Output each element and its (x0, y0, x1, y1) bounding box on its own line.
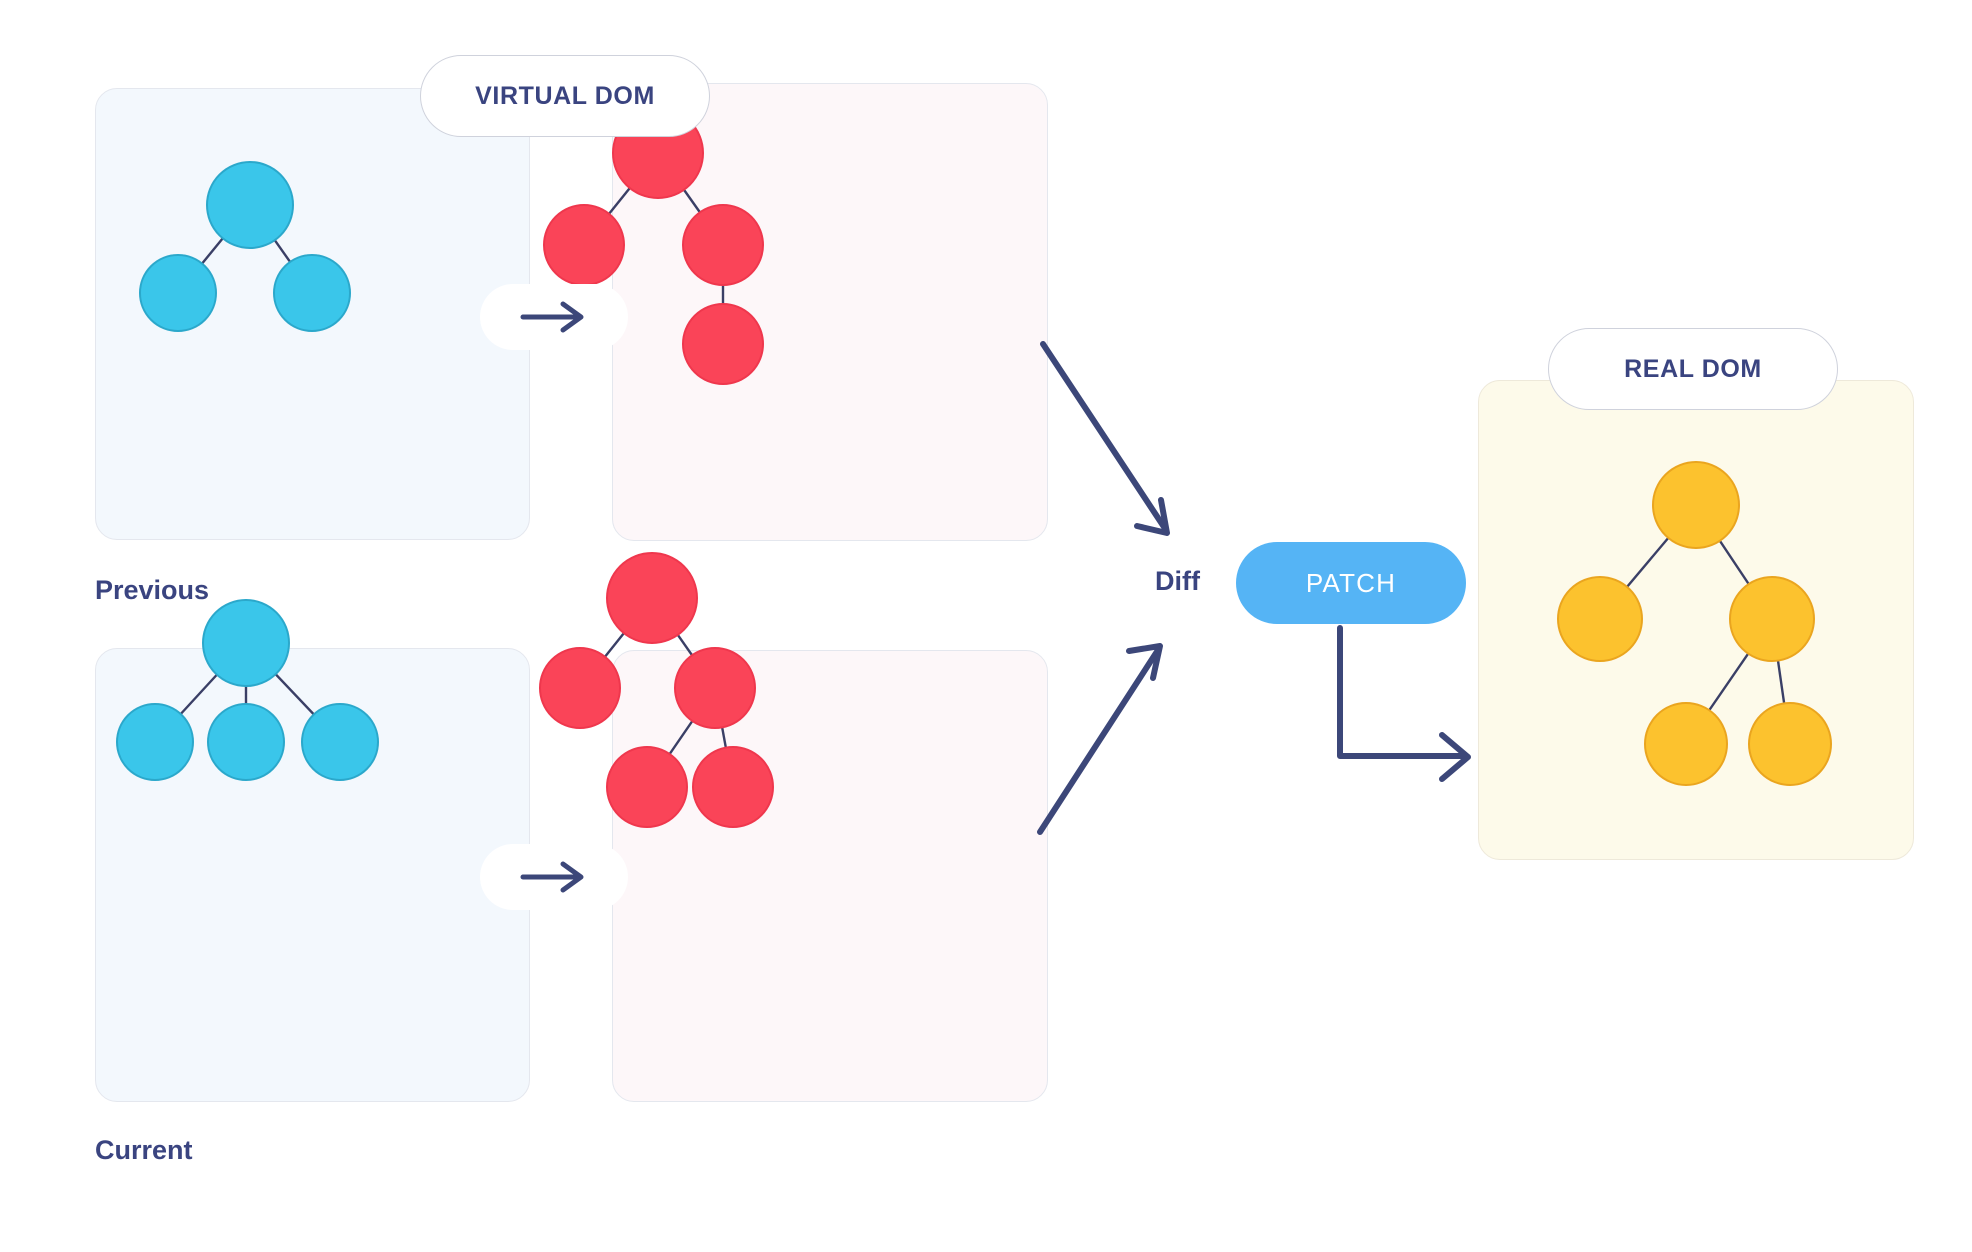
badge-real-dom: REAL DOM (1548, 328, 1838, 410)
caption-diff: Diff (1155, 566, 1200, 596)
connector-previous-diff-to-diff (1040, 341, 1170, 536)
panel-current-diff-tree (612, 650, 1048, 1102)
connector-current-diff-to-diff (1037, 643, 1163, 835)
caption-current: Current (95, 1135, 193, 1165)
arrow-right-icon (520, 301, 584, 333)
badge-virtual-dom: VIRTUAL DOM (420, 55, 710, 137)
tree-node (606, 552, 698, 644)
arrow-badge-current (480, 844, 628, 910)
panel-real-dom (1478, 380, 1914, 860)
arrow-badge-previous (480, 284, 628, 350)
tree-node (539, 647, 621, 729)
panel-previous-diff-tree (612, 83, 1048, 541)
arrow-right-icon (520, 861, 584, 893)
panel-previous-virtual-dom (95, 88, 530, 540)
caption-previous: Previous (95, 575, 210, 605)
connector-patch-to-real-dom (1337, 625, 1471, 782)
patch-button[interactable]: PATCH (1236, 542, 1466, 624)
panel-current-virtual-dom (95, 648, 530, 1102)
